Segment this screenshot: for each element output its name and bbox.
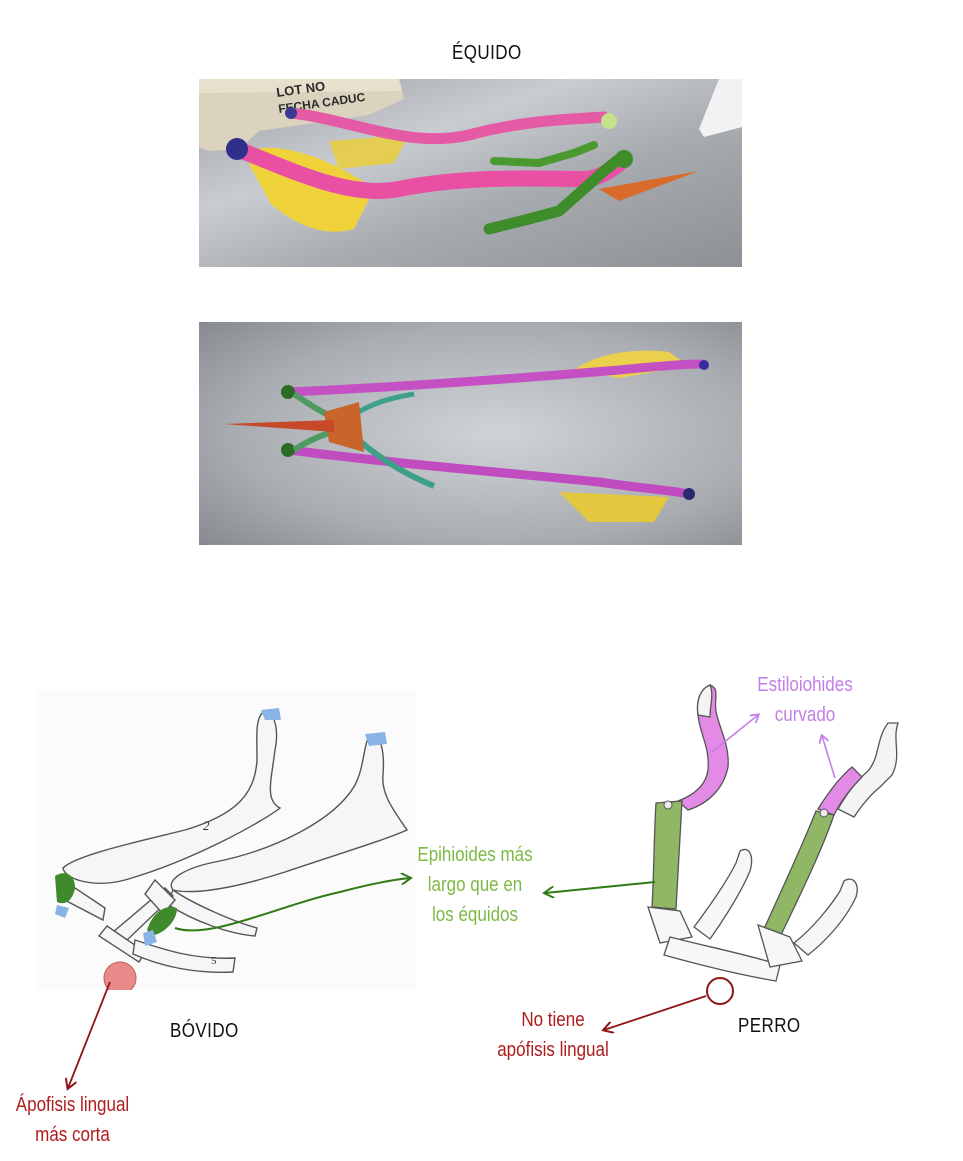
perro-title: PERRO bbox=[738, 1015, 801, 1037]
label-no-tiene-line2: apófisis lingual bbox=[497, 1039, 609, 1061]
label-estiloiohides-line1: Estiloiohides bbox=[757, 674, 853, 696]
arrow-epihioides-dog bbox=[545, 881, 656, 893]
equine-hyoid-photo-dorsal bbox=[199, 322, 742, 545]
equido-title: ÉQUIDO bbox=[452, 42, 522, 64]
arrow-estiloiohides-right bbox=[822, 736, 836, 779]
label-epihioides: Epihioides más largo que en los équidos bbox=[411, 840, 539, 930]
label-apofisis: Ápofisis lingual más corta bbox=[11, 1090, 134, 1150]
label-epihioides-line3: los équidos bbox=[431, 904, 519, 926]
bovine-number-2: 2 bbox=[203, 818, 210, 833]
label-epihioides-line2: largo que en bbox=[427, 874, 523, 896]
bovine-number-5: 5 bbox=[211, 955, 217, 967]
label-epihioides-line1: Epihioides más bbox=[417, 844, 533, 866]
dog-lingual-marker-circle bbox=[706, 977, 734, 1005]
arrow-epihioides-bovine bbox=[174, 878, 410, 932]
arrow-no-tiene bbox=[604, 995, 707, 1030]
arrow-apofisis bbox=[68, 981, 111, 1088]
arrow-estiloiohides-left bbox=[711, 715, 758, 753]
label-estiloiohides: Estiloiohides curvado bbox=[750, 670, 861, 730]
equine-hyoid-photo-lateral: LOT NO FECHA CADUC bbox=[199, 79, 742, 267]
bovine-hyoid-drawing: 2 5 bbox=[35, 690, 415, 990]
box-label-lot: LOT NO bbox=[275, 79, 326, 100]
bovido-title: BÓVIDO bbox=[170, 1020, 239, 1042]
label-apofisis-line2: más corta bbox=[35, 1124, 110, 1146]
label-no-tiene-line1: No tiene bbox=[521, 1009, 585, 1031]
label-estiloiohides-line2: curvado bbox=[774, 704, 836, 726]
label-no-tiene: No tiene apófisis lingual bbox=[489, 1005, 617, 1065]
dog-hyoid-drawing bbox=[630, 675, 940, 995]
label-apofisis-line1: Ápofisis lingual bbox=[15, 1094, 130, 1116]
